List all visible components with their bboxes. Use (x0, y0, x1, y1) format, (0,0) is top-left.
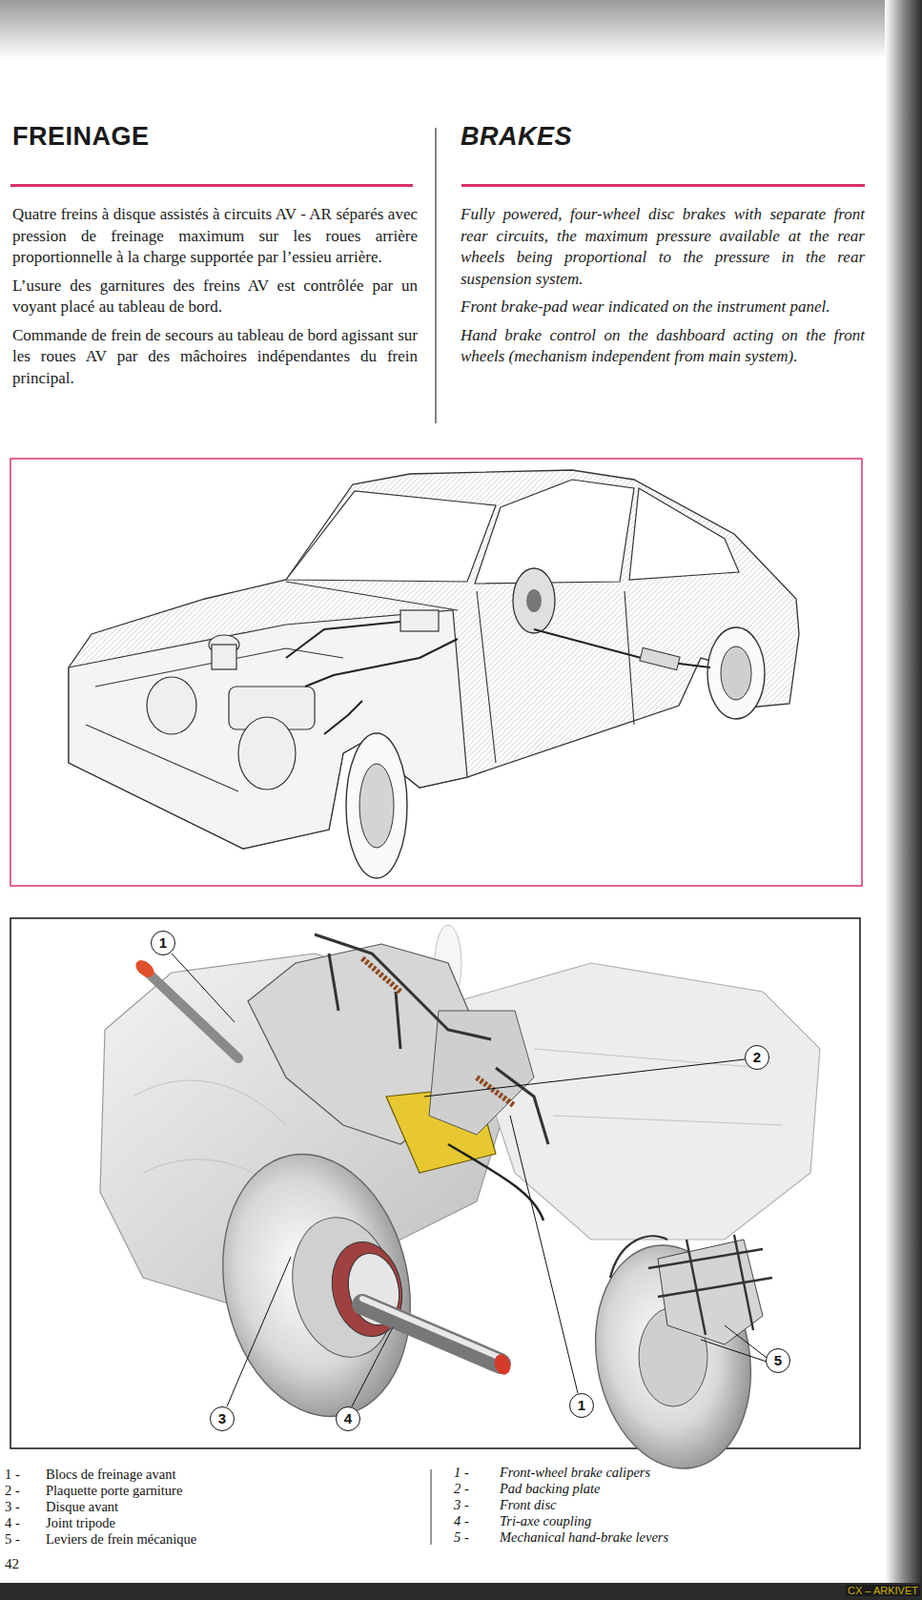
body-paragraph: Commande de frein de secours au tableau … (12, 325, 418, 390)
callout-number: 1 (569, 1393, 595, 1418)
body-paragraph: Fully powered, four-wheel disc brakes wi… (460, 204, 865, 290)
legend-entry: 3 - (4, 1498, 21, 1516)
legend-entry: Front-wheel brake calipers (499, 1464, 651, 1481)
legend-entry: 1 - (4, 1466, 21, 1483)
callout-number: 4 (335, 1406, 361, 1432)
legend-entry: 4 - (453, 1513, 470, 1530)
text-column: Quatre freins à disque assistés à circui… (12, 204, 418, 396)
legend-entry: Disque avant (45, 1498, 119, 1516)
watermark: CX – ARKIVET (845, 1584, 921, 1597)
legend-entry: 5 - (4, 1531, 21, 1548)
legend-entry: 1 - (453, 1464, 470, 1481)
legend-entry: 2 - (453, 1480, 470, 1497)
body-paragraph: Front brake-pad wear indicated on the in… (460, 296, 865, 319)
page-number: 42 (4, 1556, 20, 1573)
legend-entry: Mechanical hand-brake levers (499, 1529, 669, 1546)
page-heading: BRAKES (460, 122, 573, 152)
legend-entry: 3 - (453, 1496, 470, 1514)
legend-entry: Joint tripode (45, 1515, 116, 1532)
legend-entry: Pad backing plate (499, 1480, 601, 1497)
legend-entry: Blocs de freinage avant (45, 1466, 176, 1483)
callout-number: 2 (744, 1044, 770, 1070)
callout-number: 1 (150, 930, 176, 956)
body-paragraph: L’usure des garnitures des freins AV est… (12, 275, 418, 319)
legend-entry: Plaquette porte garniture (45, 1482, 183, 1499)
legend-entry: 2 - (4, 1482, 21, 1499)
callout-number: 5 (765, 1348, 791, 1373)
legend-entry: Tri-axe coupling (499, 1513, 592, 1530)
legend-entry: 4 - (4, 1515, 21, 1532)
body-paragraph: Quatre freins à disque assistés à circui… (12, 204, 418, 269)
text-column: Fully powered, four-wheel disc brakes wi… (460, 204, 865, 375)
legend-entry: Front disc (499, 1496, 556, 1514)
callout-number: 3 (209, 1406, 235, 1432)
body-paragraph: Hand brake control on the dashboard acti… (460, 325, 865, 369)
page-heading: FREINAGE (12, 122, 150, 152)
legend-entry: 5 - (453, 1529, 470, 1546)
legend-entry: Leviers de frein mécanique (45, 1531, 197, 1548)
